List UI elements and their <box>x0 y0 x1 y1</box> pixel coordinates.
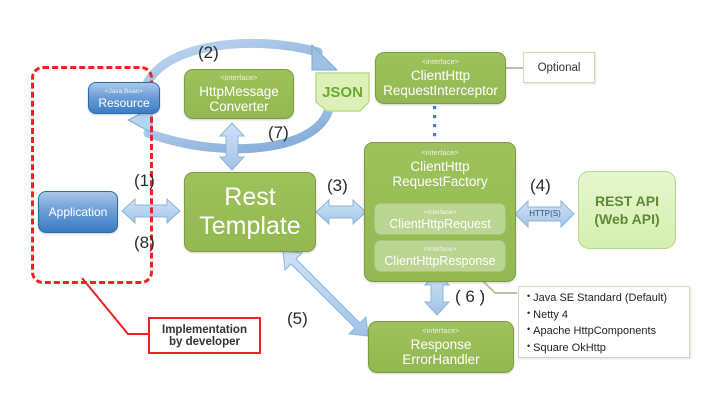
client-http-request-interceptor-line1: ClientHttp <box>410 68 471 83</box>
rest-api-line2: (Web API) <box>594 211 660 227</box>
rest-template-line2: Template <box>199 212 301 240</box>
client-http-request-factory-line1: ClientHttp <box>410 159 470 174</box>
client-http-request-label: ClientHttpRequest <box>389 216 491 231</box>
step-label-5: (5) <box>287 309 308 328</box>
step-label-2: (2) <box>198 43 219 62</box>
implementations-item-3: Square OkHttp <box>527 339 606 356</box>
node-rest-template[interactable]: Rest Template <box>184 172 316 252</box>
implementation-callout-line2: by developer <box>169 335 240 348</box>
application-label: Application <box>48 205 108 219</box>
response-error-handler-line2: ErrorHandler <box>402 352 480 367</box>
http-message-converter-line2: Converter <box>209 99 269 114</box>
node-client-http-request-interceptor[interactable]: <interface> ClientHttp RequestIntercepto… <box>375 52 506 104</box>
arrow-converter-resttemplate <box>218 122 246 171</box>
resource-label: Resource <box>98 95 150 110</box>
http-message-converter-stereotype: <interface> <box>220 75 258 82</box>
step-label-8: (8) <box>134 233 155 252</box>
json-shape-icon <box>315 72 370 112</box>
json-label: JSON <box>322 83 363 101</box>
node-resource[interactable]: <Java Bean> Resource <box>88 82 160 114</box>
client-http-request-factory-line2: RequestFactory <box>392 174 488 189</box>
step-label-6: ( 6 ) <box>455 287 486 306</box>
implementations-item-0: Java SE Standard (Default) <box>527 289 667 306</box>
callout-implementations-list: Java SE Standard (Default) Netty 4 Apach… <box>518 286 690 358</box>
leader-implementations <box>482 280 517 294</box>
step-label-1: (1) <box>134 171 155 190</box>
step-label-7: (7) <box>268 123 289 142</box>
client-http-request-interceptor-line2: RequestInterceptor <box>383 83 498 98</box>
arrow-application-resttemplate <box>121 197 181 225</box>
node-rest-api[interactable]: REST API (Web API) <box>578 171 676 249</box>
node-client-http-response[interactable]: <interface> ClientHttpResponse <box>374 240 506 272</box>
http-protocol-label: HTTP(S) <box>529 209 561 218</box>
client-http-request-interceptor-stereotype: <interface> <box>421 59 460 66</box>
optional-label: Optional <box>537 61 581 74</box>
dotted-interceptor-factory <box>433 106 437 137</box>
client-http-request-factory-stereotype: <interface> <box>421 150 459 157</box>
node-http-message-converter[interactable]: <interface> HttpMessage Converter <box>184 69 294 119</box>
callout-implementation-by-developer: Implementation by developer <box>148 317 261 354</box>
leader-implementation-developer <box>81 277 148 335</box>
step-label-4: (4) <box>530 176 551 195</box>
callout-optional: Optional <box>523 52 595 83</box>
arrow-requestfactory-restapi <box>514 199 575 229</box>
client-http-request-stereotype: <interface> <box>423 208 457 216</box>
rest-api-line1: REST API <box>594 193 660 209</box>
implementation-callout-line1: Implementation <box>162 323 247 336</box>
rest-template-line1: Rest <box>224 183 276 211</box>
implementations-item-2: Apache HttpComponents <box>527 322 656 339</box>
node-application[interactable]: Application <box>38 191 118 233</box>
node-client-http-request[interactable]: <interface> ClientHttpRequest <box>374 203 506 235</box>
http-message-converter-line1: HttpMessage <box>199 84 279 99</box>
client-http-response-label: ClientHttpResponse <box>384 253 496 268</box>
step-label-3: (3) <box>327 176 348 195</box>
response-error-handler-line1: Response <box>410 337 472 352</box>
arrow-response-errorhandler <box>423 271 451 316</box>
node-json[interactable]: JSON <box>315 72 370 112</box>
client-http-response-stereotype: <interface> <box>423 245 457 253</box>
implementations-item-1: Netty 4 <box>527 306 568 323</box>
resource-stereotype: <Java Bean> <box>104 87 144 95</box>
arc-resource-to-json <box>138 38 339 103</box>
response-error-handler-stereotype: <interface> <box>422 328 460 335</box>
arrow-resttemplate-requestfactory <box>315 198 367 226</box>
node-response-error-handler[interactable]: <interface> Response ErrorHandler <box>368 321 514 373</box>
